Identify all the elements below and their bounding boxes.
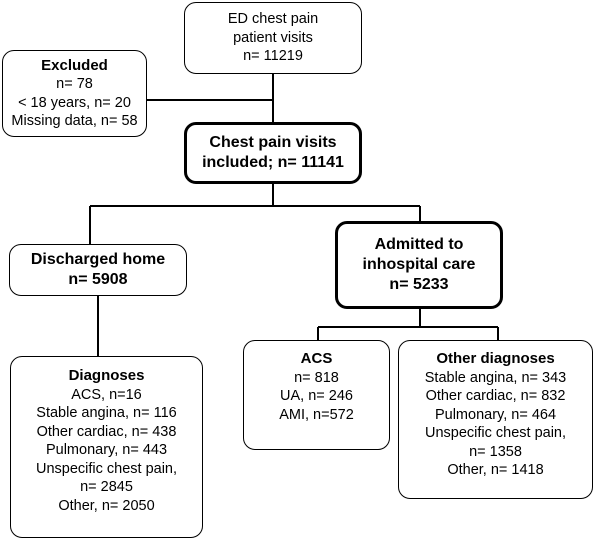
included-box: Chest pain visits included; n= 11141	[184, 122, 362, 184]
diagnoses-line: Other cardiac, n= 438	[36, 423, 177, 440]
acs-line: UA, n= 246	[280, 388, 353, 404]
included-line1: Chest pain visits	[209, 134, 337, 151]
admitted-line2: inhospital care	[362, 256, 476, 273]
excluded-box: Excluded n= 78 < 18 years, n= 20 Missing…	[2, 50, 147, 137]
ed-visits-line1: ED chest pain	[227, 11, 319, 28]
other-diagnoses-line: Pulmonary, n= 464	[434, 406, 557, 423]
acs-line: n= 818	[294, 369, 339, 386]
acs-line: AMI, n=572	[279, 406, 354, 423]
diagnoses-line: Pulmonary, n= 443	[45, 442, 168, 458]
other-diagnoses-line: Stable angina, n= 343	[424, 369, 567, 386]
ed-visits-line2: patient visits	[233, 29, 313, 46]
diagnoses-line: Unspecific chest pain,	[35, 460, 178, 477]
ed-visits-box: ED chest pain patient visits n= 11219	[184, 2, 362, 74]
diagnoses-title: Diagnoses	[68, 367, 145, 384]
diagnoses-line: n= 2845	[80, 479, 133, 495]
excluded-missing: Missing data, n= 58	[11, 113, 138, 129]
other-diagnoses-line: n= 1358	[469, 443, 522, 460]
excluded-under18: < 18 years, n= 20	[18, 94, 131, 111]
included-line2: included; n= 11141	[202, 154, 344, 171]
acs-title: ACS	[300, 350, 333, 367]
diagnoses-line: Stable angina, n= 116	[36, 405, 177, 421]
admitted-line1: Admitted to	[374, 236, 464, 253]
discharged-box: Discharged home n= 5908	[9, 244, 187, 296]
diagnoses-line: ACS, n=16	[71, 386, 142, 403]
admitted-box: Admitted to inhospital care n= 5233	[335, 221, 503, 309]
other-diagnoses-line: Other cardiac, n= 832	[425, 388, 566, 404]
ed-visits-count: n= 11219	[243, 48, 303, 65]
excluded-title: Excluded	[41, 56, 108, 74]
acs-box: ACS n= 818 UA, n= 246 AMI, n=572	[243, 340, 390, 450]
excluded-count: n= 78	[56, 76, 93, 92]
discharged-title: Discharged home	[30, 251, 166, 268]
discharged-count: n= 5908	[68, 271, 128, 288]
other-diagnoses-line: Other, n= 1418	[447, 462, 544, 478]
diagnoses-line: Other, n= 2050	[58, 497, 155, 514]
discharged-diagnoses-box: Diagnoses ACS, n=16 Stable angina, n= 11…	[10, 356, 203, 538]
other-diagnoses-box: Other diagnoses Stable angina, n= 343 Ot…	[398, 340, 593, 499]
other-diagnoses-title: Other diagnoses	[436, 350, 555, 367]
other-diagnoses-line: Unspecific chest pain,	[424, 425, 567, 441]
admitted-count: n= 5233	[389, 276, 449, 293]
